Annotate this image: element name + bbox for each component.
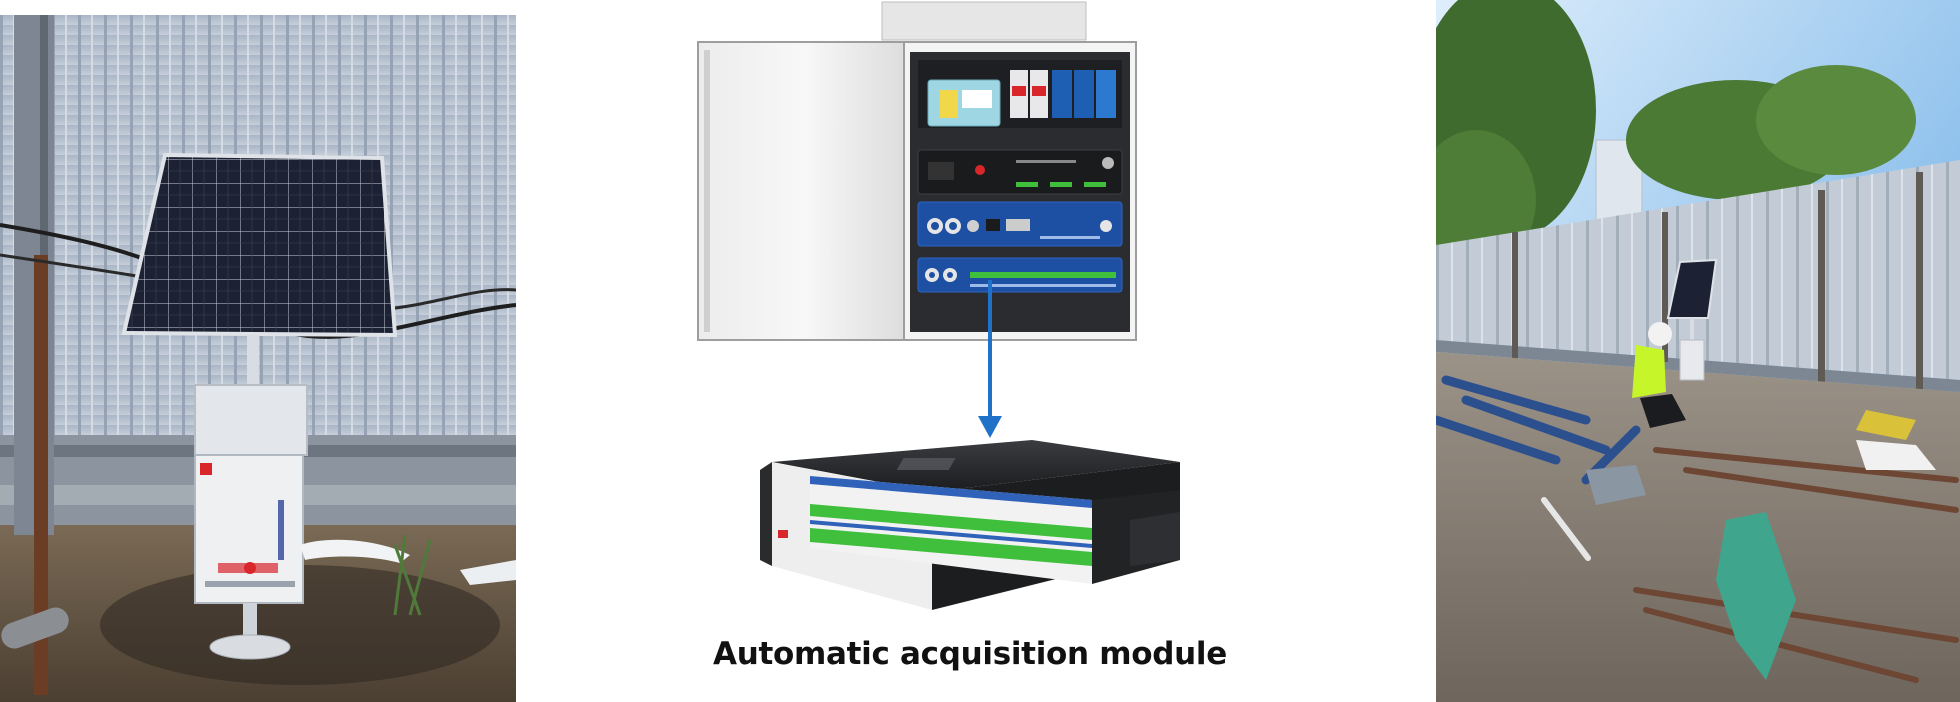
photo-field-installation [1436, 0, 1960, 702]
cabinet-door [697, 41, 911, 341]
acquisition-row [917, 257, 1123, 293]
power-supply-row [918, 60, 1122, 128]
photo-solar-station [0, 15, 516, 702]
arrow-down-icon [978, 280, 1002, 438]
acquisition-module-device [760, 440, 1180, 610]
control-unit-row [917, 149, 1123, 195]
acquisition-diagram [660, 0, 1180, 640]
field-installation-illustration [1436, 0, 1960, 702]
caption: Automatic acquisition module [713, 636, 1227, 672]
blue-unit-row [917, 201, 1123, 247]
cabinet-lid [881, 1, 1087, 41]
solar-station-illustration [0, 15, 516, 702]
